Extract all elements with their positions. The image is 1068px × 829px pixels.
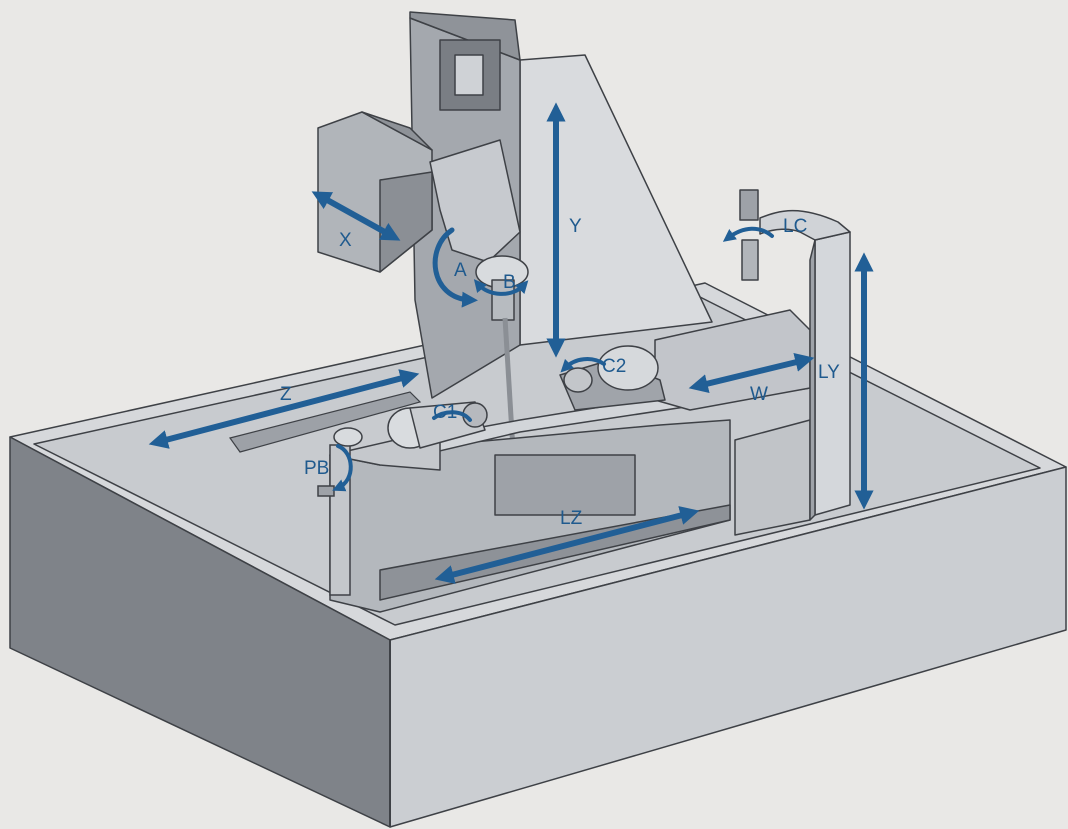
axis-labels: X Y Z A B C1 C2 W LC LY LZ PB: [280, 216, 840, 529]
pb-axis-rotary-arrow: [332, 444, 353, 492]
axis-arrows: [148, 102, 874, 584]
c2-axis-rotary-arrow: [560, 357, 606, 373]
axis-label-y: Y: [569, 216, 582, 237]
axis-label-ly: LY: [818, 362, 840, 383]
axis-label-w: W: [750, 384, 768, 405]
axis-label-z: Z: [280, 384, 292, 405]
lz-axis-arrow: [434, 506, 700, 584]
axis-label-lz: LZ: [560, 508, 583, 529]
axis-label-c2: C2: [602, 356, 626, 377]
loader-arm: [759, 209, 851, 241]
lc-axis-rotary-arrow: [722, 226, 774, 242]
axis-label-lc: LC: [783, 216, 807, 237]
axis-label-x: X: [339, 230, 352, 251]
b-axis-rotary-arrow: [473, 279, 529, 296]
axis-label-b: B: [503, 272, 516, 293]
x-axis-arrow: [311, 191, 401, 241]
axis-label-pb: PB: [304, 458, 329, 479]
loader: [734, 189, 851, 536]
c1-axis-rotary-arrow: [432, 410, 472, 422]
axis-label-c1: C1: [433, 402, 457, 423]
axis-label-a: A: [454, 260, 467, 281]
w-axis-arrow: [688, 352, 815, 394]
z-axis-arrow: [148, 369, 420, 449]
loader-guard: [734, 419, 811, 536]
a-axis-rotary-arrow: [432, 227, 478, 308]
